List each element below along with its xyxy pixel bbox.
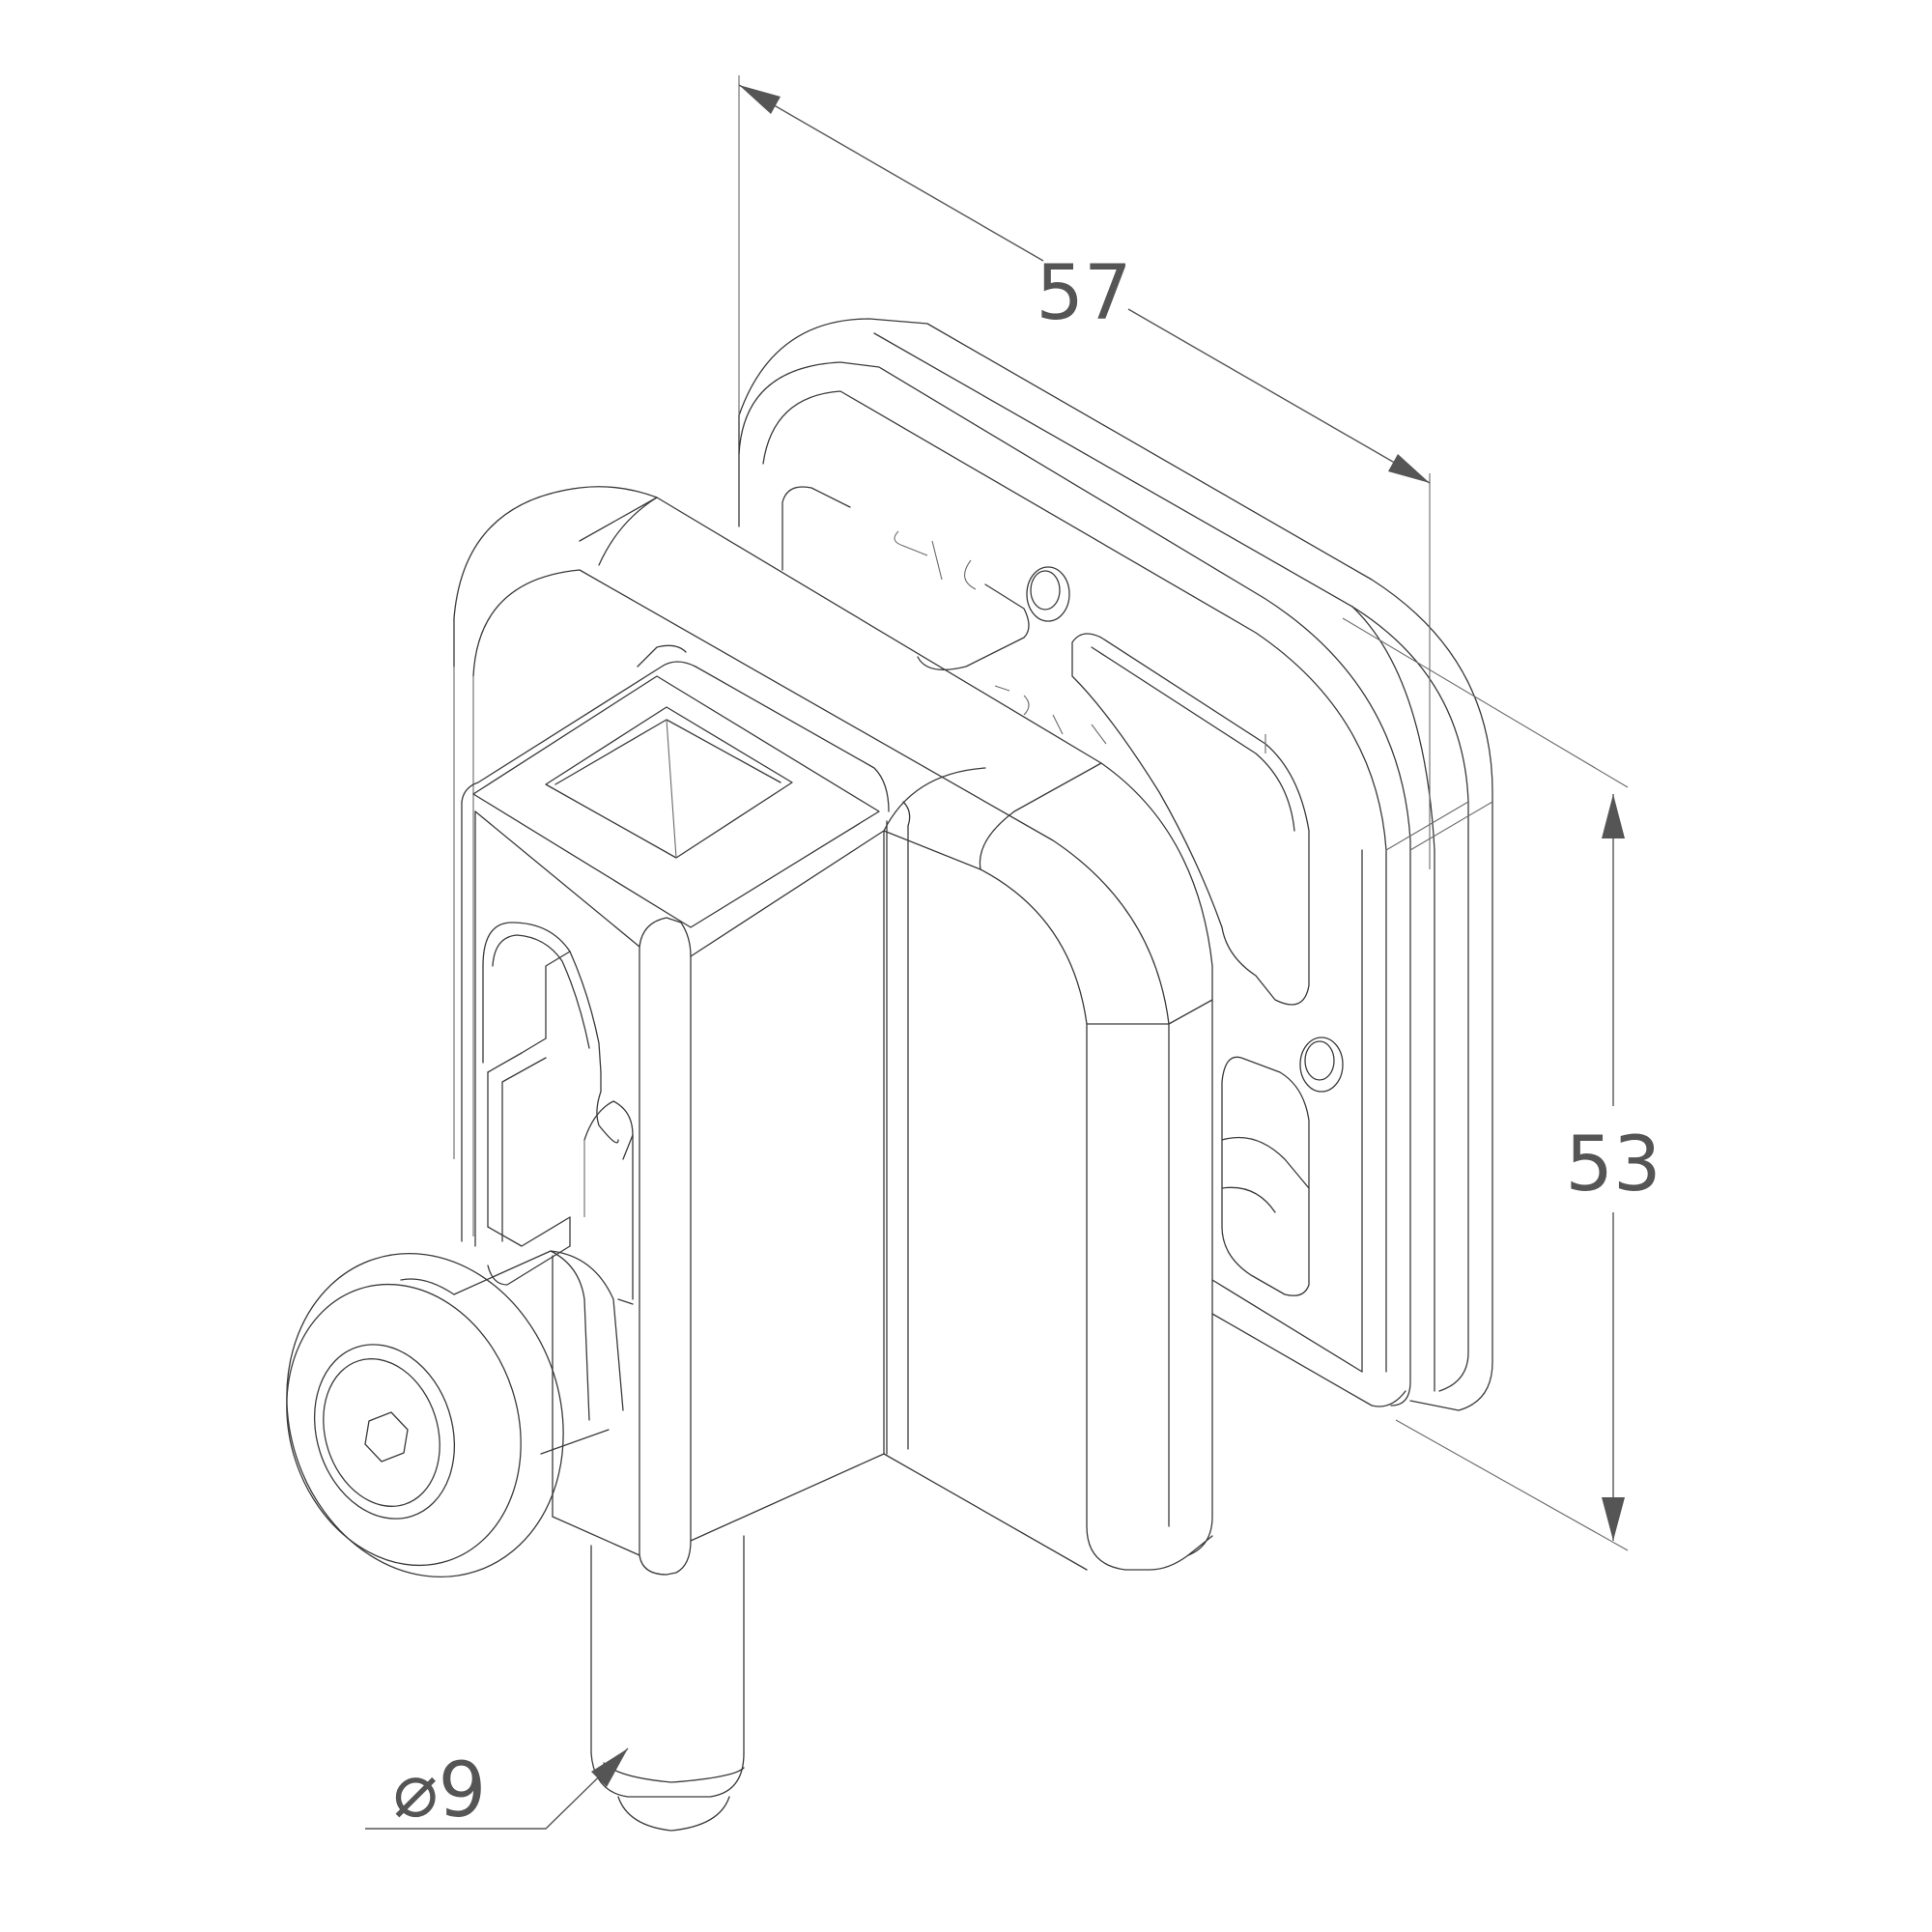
- diameter-dimension-label: ⌀9: [393, 1747, 487, 1834]
- square-housing: [461, 644, 911, 1576]
- width-dimension: 57: [738, 75, 1431, 869]
- rear-plate: [738, 318, 1493, 1411]
- height-dimension: 53: [1342, 617, 1662, 1551]
- width-dimension-label: 57: [1036, 250, 1131, 337]
- side-slot: [482, 922, 634, 1305]
- pin: [590, 1535, 745, 1832]
- knob: [286, 1250, 624, 1578]
- height-dimension-label: 53: [1565, 1122, 1661, 1208]
- diameter-dimension: ⌀9: [365, 1747, 629, 1834]
- latch-body: [453, 486, 1213, 1571]
